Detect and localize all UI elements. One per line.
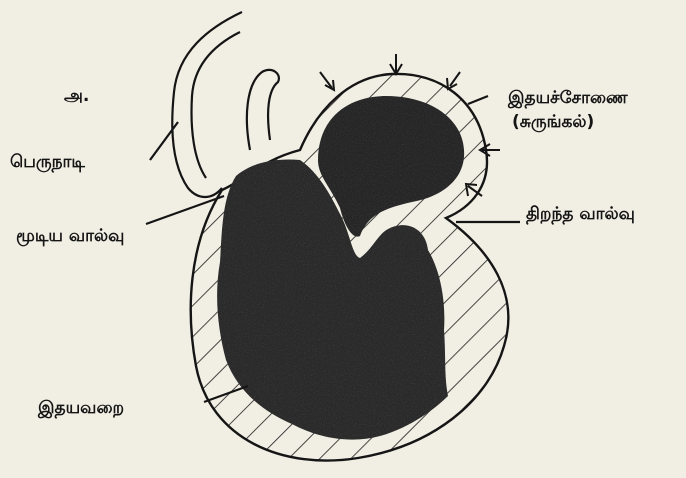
aorta-inner-wall <box>192 32 240 178</box>
contracting-label: (சுருங்கல்) <box>512 112 594 132</box>
atrium-label: இதயச்சோணை <box>508 88 628 108</box>
ventricle-label: இதயவறை <box>38 398 124 418</box>
closed-valve-label: மூடிய வால்வு <box>16 226 124 246</box>
figure-letter-label: அ. <box>64 86 89 106</box>
open-valve-label: திறந்த வால்வு <box>526 204 635 224</box>
pulmonary-artery <box>247 70 279 150</box>
aorta-label: பெருநாடி <box>10 152 85 172</box>
aorta-outer-wall <box>172 12 242 197</box>
